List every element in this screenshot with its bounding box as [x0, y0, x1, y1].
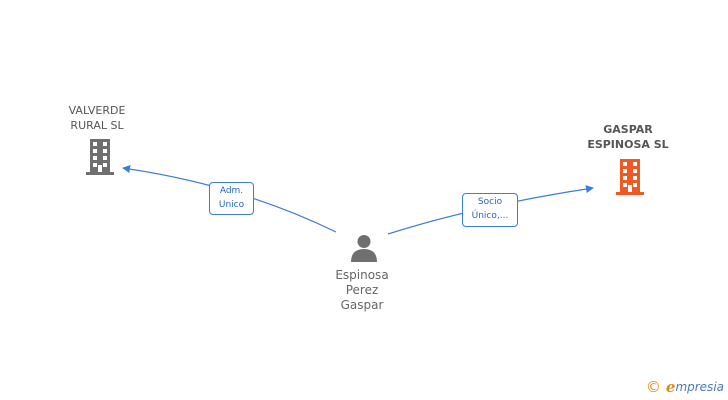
building-icon[interactable] [84, 139, 116, 179]
company-name-line: RURAL SL [70, 119, 124, 132]
person-icon[interactable] [349, 233, 379, 267]
person-name-line: Perez [345, 283, 379, 297]
brand-logo-initial: e [665, 378, 676, 396]
person-label-espinosa-perez-gaspar[interactable]: Espinosa Perez Gaspar [310, 268, 414, 313]
brand-logo-text: mpresia [675, 380, 724, 394]
company-name-line: ESPINOSA SL [587, 138, 669, 151]
person-name-line: Espinosa [335, 268, 389, 282]
company-label-valverde-rural[interactable]: VALVERDE RURAL SL [45, 103, 149, 133]
company-name-line: GASPAR [603, 123, 653, 136]
copyright-icon: © [645, 378, 661, 396]
building-icon[interactable] [614, 159, 646, 199]
company-label-gaspar-espinosa[interactable]: GASPAR ESPINOSA SL [572, 122, 684, 152]
relation-badge-adm-unico[interactable]: Adm. Unico [209, 182, 254, 215]
relation-text-line: Único,... [471, 211, 509, 221]
relation-text-line: Socio [477, 197, 503, 207]
relation-text-line: Adm. [219, 186, 244, 196]
relation-badge-socio-unico[interactable]: Socio Único,... [462, 193, 518, 227]
brand-footer[interactable]: © e mpresia [646, 378, 724, 396]
relation-text-line: Unico [218, 200, 245, 210]
company-name-line: VALVERDE [68, 104, 126, 117]
person-name-line: Gaspar [340, 298, 384, 312]
